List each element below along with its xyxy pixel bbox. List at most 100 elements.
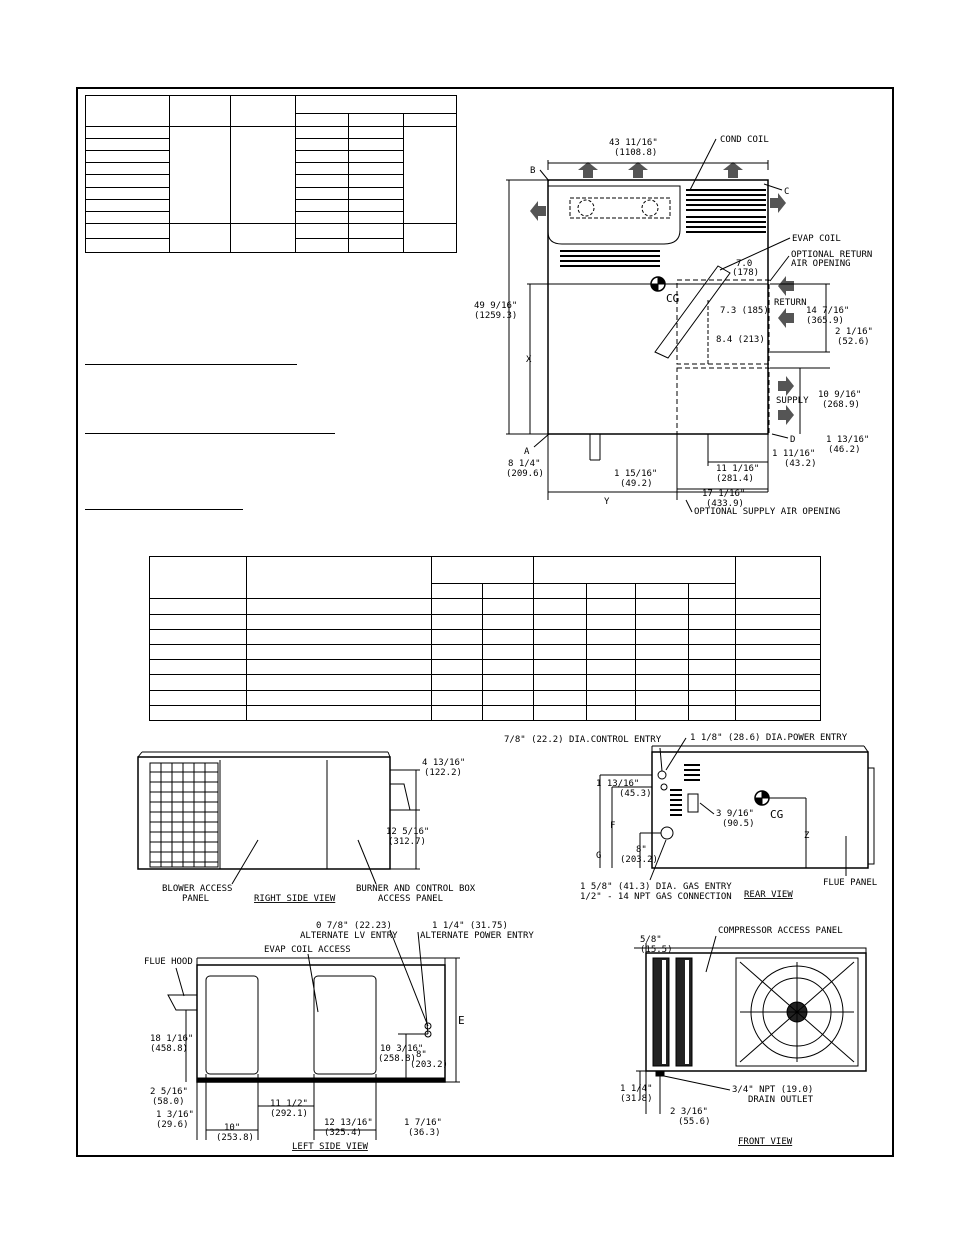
left-d10-mm: (253.8) [216, 1133, 254, 1143]
comp-access-label: COMPRESSOR ACCESS PANEL [718, 926, 843, 936]
left-d12: 12 13/16" [324, 1118, 373, 1128]
ret-dim-mm: (365.9) [806, 316, 844, 326]
drain-label-2: DRAIN OUTLET [748, 1095, 814, 1105]
front-view: 5/8" (15.5) COMPRESSOR ACCESS PANEL 1 1/… [620, 926, 867, 1147]
left-d17-mm: (36.3) [408, 1128, 441, 1138]
pw-entry-1: 1 1/4" (31.75) [432, 921, 508, 931]
front-d3-mm: (55.6) [678, 1117, 711, 1127]
unit-outline [547, 179, 769, 435]
return-opening [676, 279, 770, 365]
opt-return-label-2: AIR OPENING [791, 259, 851, 269]
power-entry-label: 1 1/8" (28.6) DIA.POWER ENTRY [690, 733, 848, 743]
evap-coil-hatch [560, 250, 660, 267]
supply-label: SUPPLY [776, 396, 809, 406]
point-y: Y [604, 497, 610, 507]
left-d10-3-mm: (258.8) [378, 1054, 416, 1064]
left-d18-mm: (458.8) [150, 1044, 188, 1054]
flue-hood-label: FLUE HOOD [144, 957, 193, 967]
flue-panel-label: FLUE PANEL [823, 878, 877, 888]
rear-f: F [610, 821, 615, 831]
r2-dim: 2 1/16" [835, 327, 873, 337]
dim-70-mm: (178) [732, 268, 759, 278]
rear-d3-mm: (203.2) [620, 855, 658, 865]
rear-z: Z [804, 831, 810, 841]
top-height-label: 49 9/16" [474, 301, 517, 311]
blower-label-2: PANEL [182, 894, 209, 904]
left-d10-3: 10 3/16" [380, 1044, 423, 1054]
left-d13: 1 3/16" [156, 1110, 194, 1120]
gas-entry-label: 1 5/8" (41.3) DIA. GAS ENTRY [580, 882, 732, 892]
top-dimensions-table [85, 94, 457, 254]
rear-g: G [596, 851, 601, 861]
front-view-title: FRONT VIEW [738, 1137, 793, 1147]
d1-dim: 1 13/16" [826, 435, 869, 445]
weights-table [149, 555, 821, 722]
left-unit-outline [196, 964, 446, 1083]
point-x: X [526, 355, 532, 365]
left-d2-mm: (58.0) [152, 1097, 185, 1107]
left-d12-mm: (325.4) [324, 1128, 362, 1138]
dim-73: 7.3 (185) [720, 306, 769, 316]
point-a: A [524, 447, 530, 457]
rear-d2-mm: (90.5) [722, 819, 755, 829]
opt-return-label-1: OPTIONAL RETURN [791, 250, 872, 260]
blower-label-1: BLOWER ACCESS [162, 884, 232, 894]
rear-d1-mm: (45.3) [619, 789, 652, 799]
d6-dim-mm: (49.2) [620, 479, 653, 489]
pw-entry-2: ALTERNATE POWER ENTRY [420, 931, 534, 941]
right-side-view: 4 13/16" (122.2) 12 5/16" (312.7) BLOWER… [137, 751, 476, 904]
right-unit-outline [137, 756, 391, 870]
d5-dim-mm: (209.6) [506, 469, 544, 479]
right-d1-mm: (122.2) [424, 768, 462, 778]
page-frame [76, 87, 894, 1157]
left-d8: 8" [416, 1050, 427, 1060]
dim-84: 8.4 (213) [716, 335, 765, 345]
cond-coil-label: COND COIL [720, 135, 769, 145]
heading-line-1 [85, 364, 297, 365]
d2-dim-mm: (43.2) [784, 459, 817, 469]
rear-d1: 1 13/16" [596, 779, 639, 789]
left-d11-mm: (292.1) [270, 1109, 308, 1119]
evap-coil-slanted [654, 265, 731, 359]
compressor-dashed [569, 197, 671, 219]
left-d8-mm: (203.2) [410, 1060, 448, 1070]
d1-dim-mm: (46.2) [828, 445, 861, 455]
burner-label-2: ACCESS PANEL [378, 894, 443, 904]
ret-dim: 14 7/16" [806, 306, 849, 316]
sup-dim: 10 9/16" [818, 390, 861, 400]
left-d13-mm: (29.6) [156, 1120, 189, 1130]
point-c: C [784, 187, 789, 197]
compressor-outline [547, 185, 681, 245]
left-d17: 1 7/16" [404, 1118, 442, 1128]
top-view: 43 11/16" (1108.8) 49 9/16" (1259.3) X B… [474, 135, 873, 517]
point-b: B [530, 166, 535, 176]
front-d2-mm: (31.8) [620, 1094, 653, 1104]
point-d: D [790, 435, 795, 445]
evap-access-label: EVAP COIL ACCESS [264, 945, 351, 955]
d4-dim: 17 1/16" [702, 489, 745, 499]
left-d2: 2 5/16" [150, 1087, 188, 1097]
rear-cg-label: CG [770, 808, 783, 821]
opt-supply-label: OPTIONAL SUPPLY AIR OPENING [694, 507, 840, 517]
left-e: E [458, 1014, 465, 1027]
d3-dim-mm: (281.4) [716, 474, 754, 484]
heading-line-2 [85, 433, 335, 434]
front-d1-mm: (15.5) [640, 945, 673, 955]
flue-hood [389, 783, 411, 811]
return-label: RETURN [774, 298, 807, 308]
rear-view: 7/8" (22.2) DIA.CONTROL ENTRY 1 1/8" (28… [504, 733, 877, 902]
top-height-mm: (1259.3) [474, 311, 517, 321]
evap-coil-label: EVAP COIL [792, 234, 841, 244]
supply-opening [676, 367, 770, 435]
top-width-mm: (1108.8) [614, 148, 657, 158]
heading-line-3 [85, 509, 243, 510]
lv-entry-1: 0 7/8" (22.23) [316, 921, 392, 931]
front-d2: 1 1/4" [620, 1084, 653, 1094]
sup-dim-mm: (268.9) [822, 400, 860, 410]
right-d2: 12 5/16" [386, 827, 429, 837]
d5-dim: 8 1/4" [508, 459, 541, 469]
front-d1: 5/8" [640, 935, 662, 945]
d3-dim: 11 1/16" [716, 464, 759, 474]
drain-label-1: 3/4" NPT (19.0) [732, 1085, 813, 1095]
cond-coil-hatch [686, 189, 766, 233]
